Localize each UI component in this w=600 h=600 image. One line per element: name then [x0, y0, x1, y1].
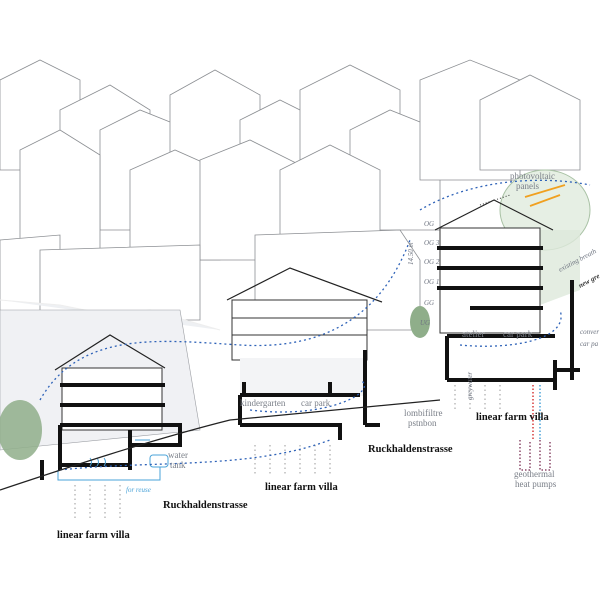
- car-park-label: car park: [503, 329, 533, 339]
- floor-label: UG: [420, 319, 430, 327]
- atelier-label: atelier: [462, 329, 484, 339]
- for-reuse-label: for reuse: [126, 486, 151, 494]
- airflow-arrow: [249, 379, 366, 413]
- sun-rays: [524, 184, 566, 207]
- geothermal-label-2: heat pumps: [515, 479, 557, 489]
- floor-label: OG 1: [424, 278, 439, 286]
- left-villa: [40, 334, 182, 520]
- car-park-edge-label: car pa: [580, 340, 599, 348]
- photovoltaic-label-2: panels: [516, 181, 539, 191]
- floor-label: OG 3: [424, 239, 440, 247]
- water-tank-label-2: tank: [170, 460, 186, 470]
- villa-label-right: linear farm villa: [476, 412, 549, 423]
- new-green-label: new gre: [577, 272, 600, 290]
- street-label-left: Ruckhaldenstrasse: [163, 500, 248, 511]
- villa-label-left: linear farm villa: [57, 530, 130, 541]
- street-label-mid: Ruckhaldenstrasse: [368, 444, 453, 455]
- airflow-arrow: [459, 309, 562, 347]
- conveyor-label: conver: [580, 328, 599, 336]
- car-park-label: car park: [301, 398, 331, 408]
- kindergarten-label: kindergarten: [240, 398, 286, 408]
- floor-label: OG 2: [424, 258, 440, 266]
- right-villa: [434, 184, 580, 471]
- middle-villa: [226, 267, 383, 475]
- greywater-label: greywater: [466, 372, 474, 400]
- airflow-arrow: [39, 239, 411, 401]
- lombifiltre-label-2: pstnbon: [408, 418, 437, 428]
- airflow-arrow: [419, 179, 591, 211]
- lombifiltre-label: lombifiltre: [404, 408, 443, 418]
- height-dimension: 14.50 m: [407, 242, 415, 265]
- floor-label: GG: [424, 299, 434, 307]
- geothermal-label: geothermal: [514, 469, 555, 479]
- villa-label-mid: linear farm villa: [265, 482, 338, 493]
- background-town: [0, 59, 581, 451]
- floor-label: OG: [424, 220, 434, 228]
- water-tank-label: water: [168, 450, 188, 460]
- photovoltaic-label: photovoltaic: [510, 171, 555, 181]
